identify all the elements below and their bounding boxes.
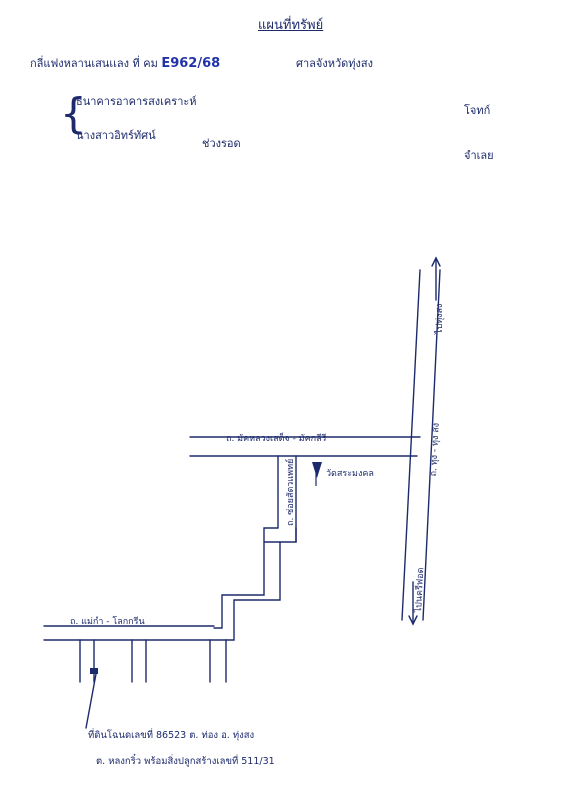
role-defendant: จำเลย: [464, 149, 494, 162]
main-road-edge-right: [422, 269, 441, 621]
stair-edge-inner: [225, 527, 297, 641]
map-title: แผนที่ทรัพย์: [258, 18, 324, 33]
road-label-left: ถ. แม่กำ - โลกกรีน: [70, 617, 145, 627]
property-pointer: [85, 673, 97, 729]
role-plaintiff: โจทก์: [464, 104, 491, 117]
defendant-surname: ช่วงรอด: [202, 137, 241, 150]
road-label-top: ถ. มัคหลวงเสด็จ - มัคกลีรี: [226, 434, 327, 444]
property-marker: [90, 668, 98, 674]
case-prefix: กลี่แฟงหลานเสนเเลง ที่ คม: [30, 57, 158, 70]
party-plaintiff: ธนาคารอาคารสงเคราะห์: [76, 95, 197, 108]
temple-flag-icon: [312, 462, 322, 478]
party-defendant: นางสาวอิทร์ทัศน์: [76, 129, 156, 142]
party-brace: {: [60, 89, 87, 138]
case-line: กลี่แฟงหลานเสนเเลง ที่ คม E962/68: [30, 54, 220, 72]
road-label-right-bottom: ไปนครีฟอด: [413, 567, 427, 613]
road-label-right-mid: ถ. ทุ่ง - ทุ่ง สง: [428, 422, 442, 477]
road-label-soi: ถ. ซ่อยสัตวแพทย์: [286, 458, 296, 526]
stair-edge-outer: [213, 527, 279, 629]
footer-line1: ที่ดินโฉนดเลขที่ 86523 ต. ท่อง อ. ทุ่งสง: [88, 730, 255, 741]
road-label-right-top: ไปทุ่งสง: [435, 303, 445, 334]
court-name: ศาลจังหวัดทุ่งสง: [296, 57, 373, 70]
south-arrow-head: [408, 615, 418, 626]
north-arrow-head: [431, 256, 441, 267]
temple-label: วัดสระมงคล: [326, 469, 374, 479]
footer-line2: ต. หลงกริ๋ว พร้อมสิ่งปลูกสร้างเลขที่ 511…: [96, 756, 275, 767]
main-road-edge-left: [401, 269, 421, 621]
case-number: E962/68: [161, 56, 221, 71]
